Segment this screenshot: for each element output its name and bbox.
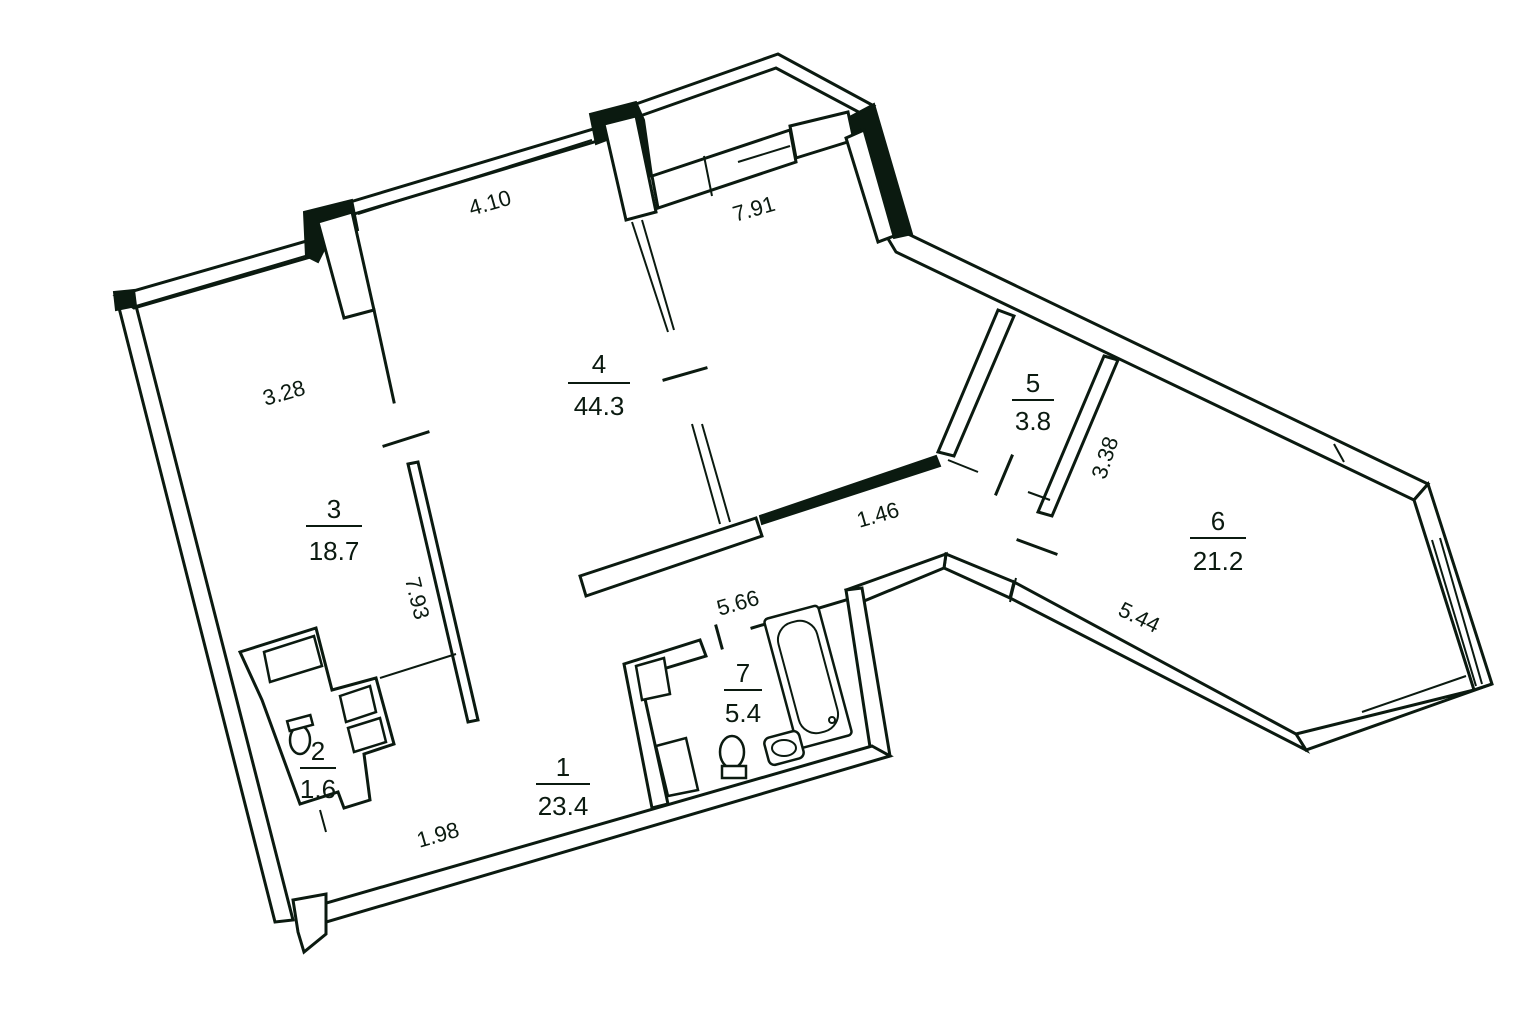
room-area: 44.3 [574,391,625,421]
cabinet [262,634,324,684]
cabinet [338,684,378,724]
partition-3-4 [372,308,396,404]
door-swing [631,221,669,333]
dimension-label: 3.38 [1086,433,1123,481]
room-1-label: 1 23.4 [536,752,590,821]
wall-bottom [300,744,894,930]
window [135,253,313,307]
room-area: 3.8 [1015,406,1051,436]
room-number: 5 [1026,368,1040,398]
toilet-icon [718,734,746,770]
door-mark [714,624,724,650]
room-area: 23.4 [538,791,589,821]
wall-right-lower [1008,579,1311,754]
window [737,145,791,163]
wall-balcony [634,52,877,118]
window [1431,539,1477,687]
room-number: 1 [556,752,570,782]
room-area: 18.7 [309,536,360,566]
wall-entry [291,892,328,955]
room-area: 1.6 [300,774,336,804]
columns [112,100,942,526]
wall-dark-segment [758,454,942,526]
dimension-label: 1.98 [414,817,462,853]
dimension-label: 7.93 [400,574,435,622]
door-mark [662,366,708,382]
wall-tick [703,155,713,197]
exterior-walls [112,52,1494,955]
door-jamb [1027,491,1051,501]
door-swing [701,423,731,523]
room-3-label: 3 18.7 [306,494,362,566]
room-area: 5.4 [725,698,761,728]
door-mark [1016,538,1058,556]
room-number: 3 [327,494,341,524]
closet-line [379,653,457,679]
room-7-label: 7 5.4 [724,658,762,728]
door-mark [994,454,1014,496]
room-labels: 1 23.4 2 1.6 3 18.7 4 44.3 5 3.8 6 21.2 [300,349,1246,821]
door-swing [641,219,675,331]
dimension-label: 3.28 [260,375,308,411]
wall-bath-right [844,586,892,762]
wall-right-bottom [1293,682,1493,752]
wall-right-top [881,230,1431,502]
cabinet [346,716,388,754]
door-swing [691,423,721,525]
toilet-tank [720,764,748,780]
room-number: 4 [592,349,606,379]
room-number: 6 [1211,506,1225,536]
column [112,288,138,312]
sink-bowl [771,739,797,757]
room-5-label: 5 3.8 [1012,368,1054,436]
wall-top-left [112,238,316,310]
interior-walls [237,110,1121,833]
window [1361,675,1467,713]
window [357,139,593,215]
wall-right-end [1412,481,1494,692]
dimension-label: 7.91 [730,191,778,227]
room-4-label: 4 44.3 [568,349,630,421]
partition-4-1 [578,516,764,598]
partition-5-6 [1035,354,1121,518]
window [1439,537,1483,685]
wall-tick [1009,577,1017,603]
wc-door [319,809,327,833]
toilet-tank [285,713,315,733]
partition-3-1 [406,460,480,724]
fixtures [285,604,853,780]
cabinet [654,736,700,798]
dimension-label: 1.46 [854,497,902,533]
wall-tick [1333,443,1345,463]
dimension-labels: 4.10 7.91 3.28 7.93 3.38 1.46 5.66 5.4 4 … [260,185,1164,853]
balcony-wall-right [788,110,856,160]
bathtub-inner [776,619,840,735]
room-2-label: 2 1.6 [300,736,336,804]
pillar-right [844,127,896,244]
door-jamb [947,459,979,473]
room-6-label: 6 21.2 [1190,506,1246,576]
pillar-room3 [316,210,376,320]
door-mark [382,430,430,448]
sink-icon [763,729,805,767]
wall-middle-bottom [942,551,1016,601]
bathtub [763,604,853,750]
room-area: 21.2 [1193,546,1244,576]
pillar-room4 [602,114,658,222]
windows [135,139,1483,713]
cabinet [634,656,672,702]
balcony-wall [650,128,798,210]
dimension-label: 5.66 [714,585,762,621]
room-number: 2 [311,736,325,766]
room-number: 7 [736,658,750,688]
dimension-label: 4.10 [466,185,514,221]
partition-5-left [935,308,1016,458]
dimension-label: 5.44 [1115,597,1164,638]
bathtub-drain [828,716,836,724]
